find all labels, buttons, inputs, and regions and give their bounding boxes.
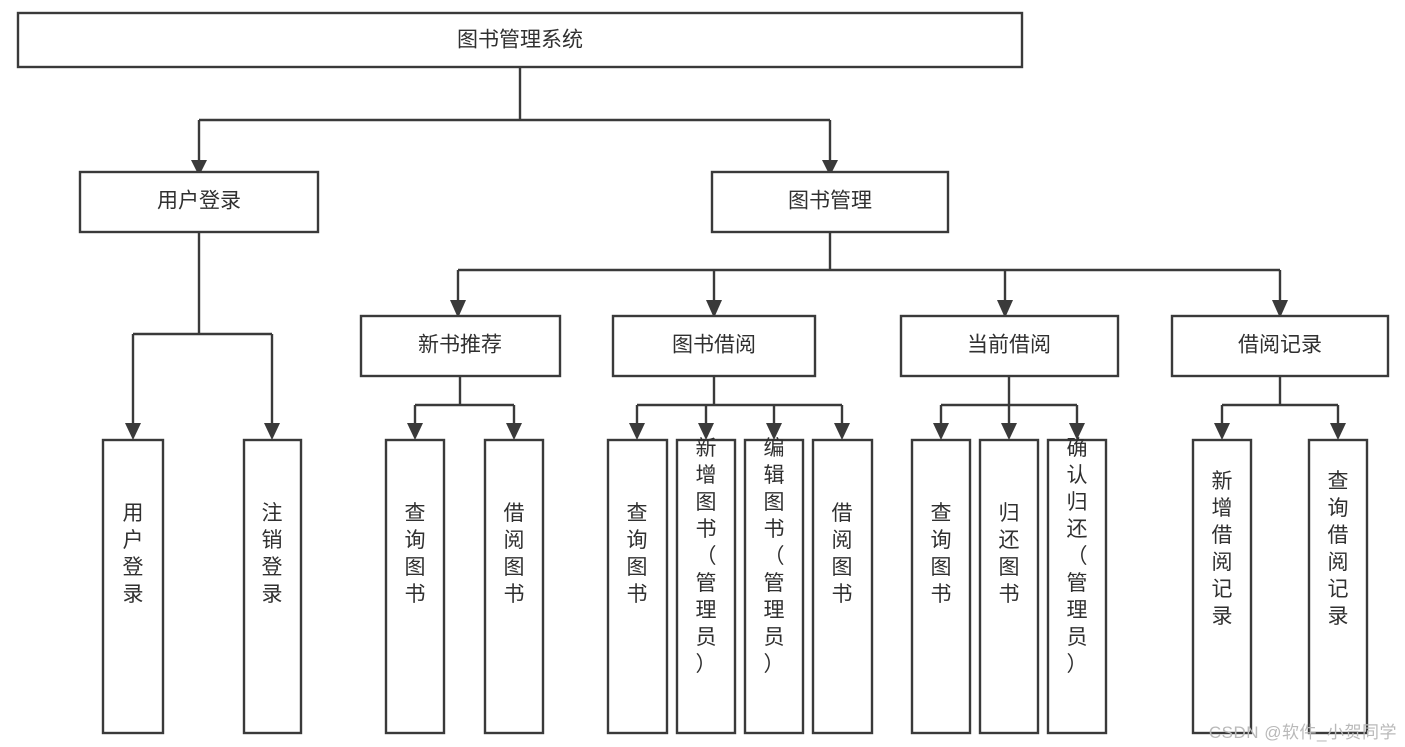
node-records[interactable]: 借阅记录 <box>1170 314 1390 378</box>
node-leaf9-label: 查询图书 <box>931 502 952 606</box>
arrow-to-current <box>997 300 1013 318</box>
node-leaf11-label: 确认归还（管理员） <box>1067 437 1088 676</box>
node-leaf2-label: 注销登录 <box>262 502 283 606</box>
node-leaf6-box[interactable] <box>675 438 737 735</box>
arrow-to-borrow <box>706 300 722 318</box>
arrow-to-leaf2 <box>264 423 280 440</box>
arrow-to-leaf10 <box>1001 423 1017 440</box>
arrow-to-leaf7 <box>766 423 782 440</box>
node-leaf3[interactable]: 查询图书 <box>384 438 446 735</box>
node-leaf1-label: 用户登录 <box>123 502 144 606</box>
arrow-to-bookmgmt <box>822 160 838 176</box>
node-leaf13-box[interactable] <box>1307 438 1369 735</box>
node-leaf12-box[interactable] <box>1191 438 1253 735</box>
node-leaf7[interactable]: 编辑图书（管理员） <box>743 437 805 735</box>
node-leaf10-label: 归还图书 <box>999 502 1020 606</box>
node-leaf9-box[interactable] <box>910 438 972 735</box>
csdn-watermark: CSDN @软件_小贺同学 <box>1208 723 1397 742</box>
node-records-label: 借阅记录 <box>1238 334 1322 357</box>
node-leaf5-label: 查询图书 <box>627 502 648 606</box>
node-leaf6[interactable]: 新增图书（管理员） <box>675 437 737 735</box>
connector-records-to-leaves <box>1220 376 1340 423</box>
node-leaf2-box[interactable] <box>242 438 303 735</box>
connector-root-to-level2 <box>197 67 832 160</box>
connector-layer <box>125 67 1346 440</box>
node-leaf8-label: 借阅图书 <box>832 502 853 606</box>
connector-borrow-to-leaves <box>635 376 844 423</box>
node-root-box[interactable] <box>16 11 1024 69</box>
node-leaf1[interactable]: 用户登录 <box>101 438 165 735</box>
node-leaf9[interactable]: 查询图书 <box>910 438 972 735</box>
node-login-label: 用户登录 <box>157 190 241 213</box>
node-leaf12[interactable]: 新增借阅记录 <box>1191 438 1253 735</box>
arrow-to-records <box>1272 300 1288 318</box>
connector-newbook-to-leaves <box>413 376 516 423</box>
node-borrow[interactable]: 图书借阅 <box>611 314 817 378</box>
node-leaf12-label: 新增借阅记录 <box>1212 470 1233 628</box>
connector-login-to-leaves <box>131 232 274 423</box>
node-root[interactable]: 图书管理系统 <box>16 11 1024 69</box>
node-leaf11[interactable]: 确认归还（管理员） <box>1046 437 1108 735</box>
arrow-to-leaf1 <box>125 423 141 440</box>
node-newbook-label: 新书推荐 <box>418 334 502 357</box>
node-leaf6-label: 新增图书（管理员） <box>696 437 717 676</box>
arrow-to-leaf8 <box>834 423 850 440</box>
arrow-to-leaf9 <box>933 423 949 440</box>
node-leaf2[interactable]: 注销登录 <box>242 438 303 735</box>
node-borrow-box[interactable] <box>611 314 817 378</box>
connector-bookmgmt-to-level3 <box>456 232 1282 300</box>
node-login[interactable]: 用户登录 <box>78 170 320 234</box>
node-leaf10-box[interactable] <box>978 438 1040 735</box>
node-leaf1-box[interactable] <box>101 438 165 735</box>
node-leaf4-box[interactable] <box>483 438 545 735</box>
node-bookmgmt-label: 图书管理 <box>788 190 872 213</box>
node-borrow-label: 图书借阅 <box>672 334 756 357</box>
arrow-to-leaf11 <box>1069 423 1085 440</box>
node-leaf7-label: 编辑图书（管理员） <box>764 437 785 676</box>
node-leaf3-label: 查询图书 <box>405 502 426 606</box>
arrow-to-leaf6 <box>698 423 714 440</box>
node-leaf4-label: 借阅图书 <box>504 502 525 606</box>
node-current[interactable]: 当前借阅 <box>899 314 1120 378</box>
node-leaf5[interactable]: 查询图书 <box>606 438 669 735</box>
node-leaf10[interactable]: 归还图书 <box>978 438 1040 735</box>
arrow-to-leaf4 <box>506 423 522 440</box>
arrow-to-login <box>191 160 207 176</box>
node-root-label: 图书管理系统 <box>457 29 583 52</box>
node-leaf4[interactable]: 借阅图书 <box>483 438 545 735</box>
node-leaf13-label: 查询借阅记录 <box>1328 470 1349 628</box>
node-current-box[interactable] <box>899 314 1120 378</box>
node-records-box[interactable] <box>1170 314 1390 378</box>
node-leaf8-box[interactable] <box>811 438 874 735</box>
node-leaf3-box[interactable] <box>384 438 446 735</box>
node-bookmgmt-box[interactable] <box>710 170 950 234</box>
node-leaf7-box[interactable] <box>743 438 805 735</box>
node-current-label: 当前借阅 <box>967 334 1051 357</box>
node-leaf5-box[interactable] <box>606 438 669 735</box>
node-newbook[interactable]: 新书推荐 <box>359 314 562 378</box>
node-login-box[interactable] <box>78 170 320 234</box>
connector-current-to-leaves <box>939 376 1079 423</box>
node-leaf11-box[interactable] <box>1046 438 1108 735</box>
node-leaf8[interactable]: 借阅图书 <box>811 438 874 735</box>
arrow-to-leaf5 <box>629 423 645 440</box>
arrow-to-leaf13 <box>1330 423 1346 440</box>
node-leaf13[interactable]: 查询借阅记录 <box>1307 438 1369 735</box>
node-newbook-box[interactable] <box>359 314 562 378</box>
node-bookmgmt[interactable]: 图书管理 <box>710 170 950 234</box>
arrow-to-leaf3 <box>407 423 423 440</box>
arrow-to-leaf12 <box>1214 423 1230 440</box>
arrow-to-newbook <box>450 300 466 318</box>
